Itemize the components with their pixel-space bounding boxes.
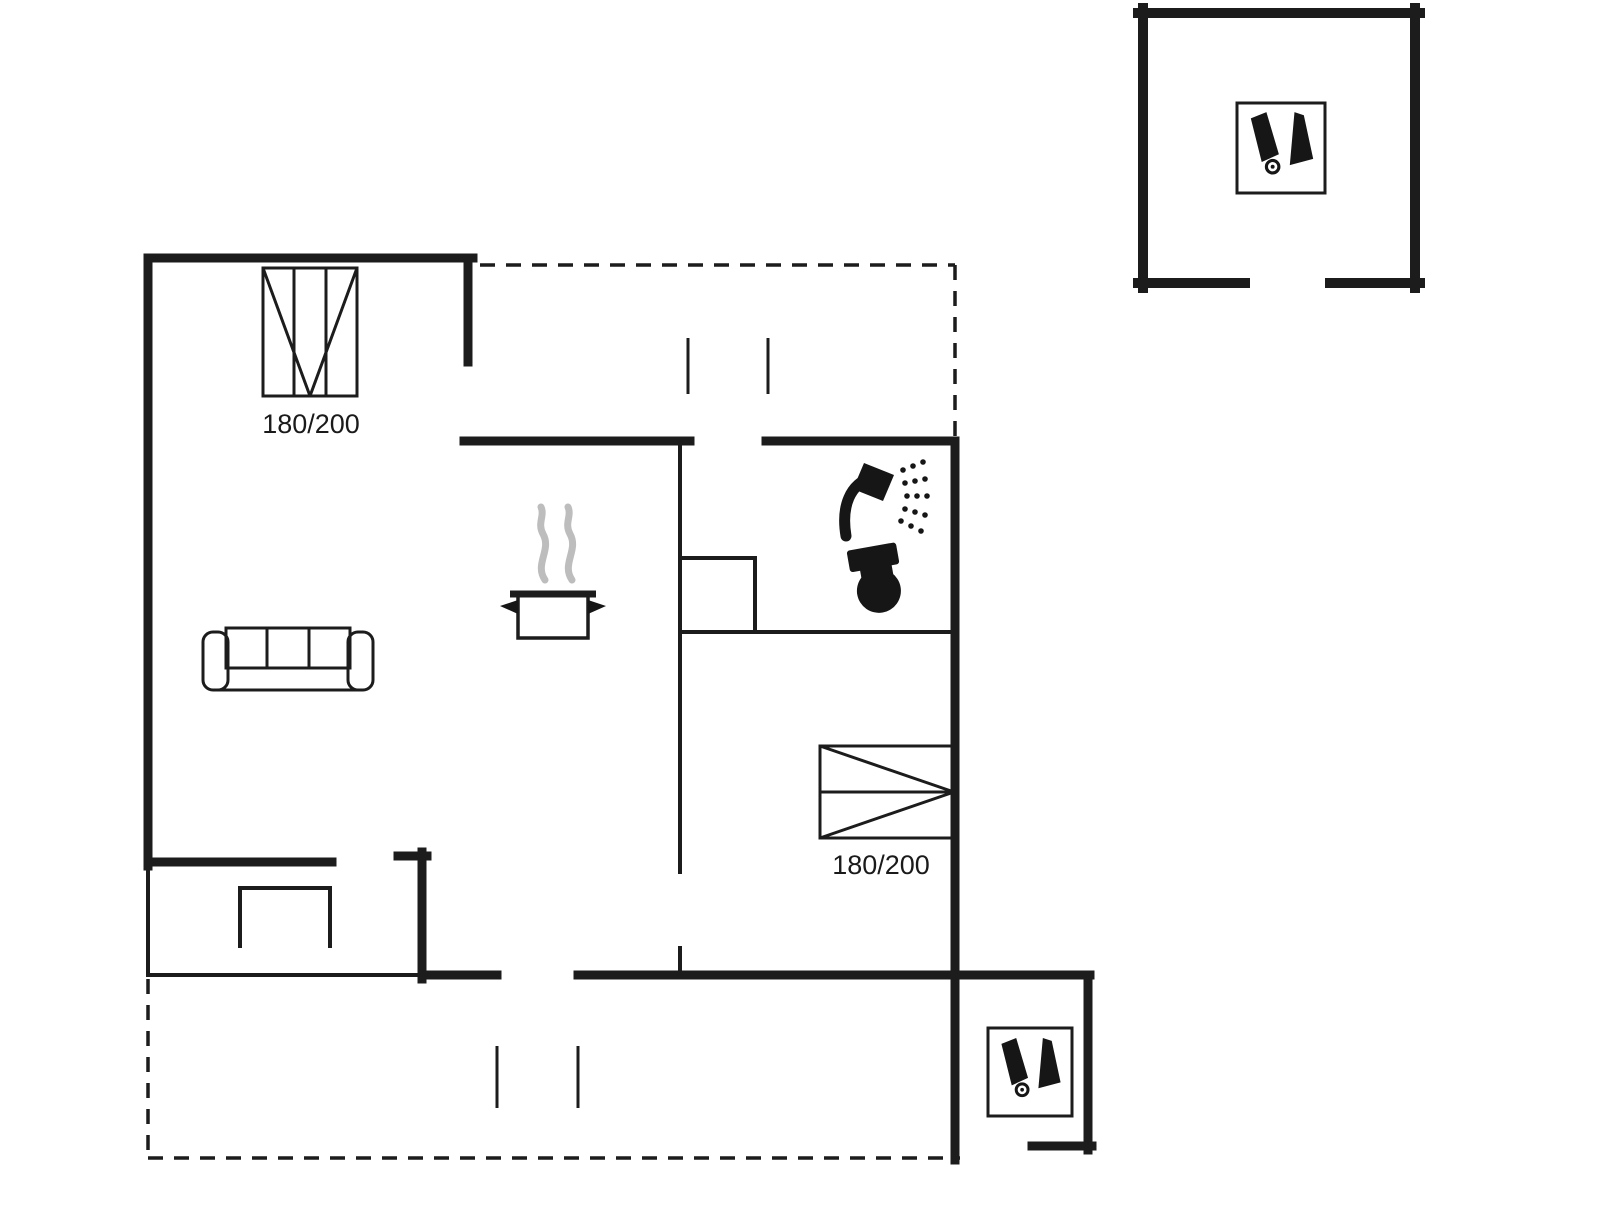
pot-body <box>516 592 590 640</box>
bed-right-label: 180/200 <box>832 850 930 880</box>
door-marks <box>495 338 770 1108</box>
terrace-outlines <box>146 263 960 1160</box>
sofa-armrest-left <box>201 630 230 692</box>
pot-handle-left <box>500 600 518 614</box>
stove-box <box>986 1026 1074 1118</box>
bed-diagonal <box>819 744 955 794</box>
cooking-pot-icon <box>500 503 606 640</box>
bed-diagonal <box>819 790 955 840</box>
outbuilding-walls <box>1027 970 1097 1155</box>
sofa-armrest-right <box>346 630 375 692</box>
bed-outline <box>261 266 359 398</box>
annex-stove <box>1235 101 1327 195</box>
toilet-bowl <box>856 568 901 613</box>
annex-building-walls <box>1133 3 1425 293</box>
main-building-walls <box>143 253 1095 1165</box>
toilet-icon <box>846 542 901 613</box>
shower-spray <box>898 459 930 534</box>
steam-icon <box>537 503 550 584</box>
sofa-cushions <box>224 626 352 670</box>
double-bed-icon <box>261 266 359 398</box>
bed-diagonal <box>261 267 312 397</box>
steam-icon <box>564 503 577 584</box>
shower-head <box>853 463 894 501</box>
sofa-icon <box>201 626 375 692</box>
bed-diagonal <box>308 267 359 397</box>
fireplace-nook <box>238 886 332 948</box>
stove-box <box>1235 101 1327 195</box>
outbuilding-stove <box>986 1026 1074 1118</box>
shower-icon <box>839 459 930 542</box>
double-bed-icon <box>818 744 956 840</box>
interior-walls <box>146 439 955 977</box>
bed-top-label: 180/200 <box>262 409 360 439</box>
pot-handle-right <box>588 600 606 614</box>
